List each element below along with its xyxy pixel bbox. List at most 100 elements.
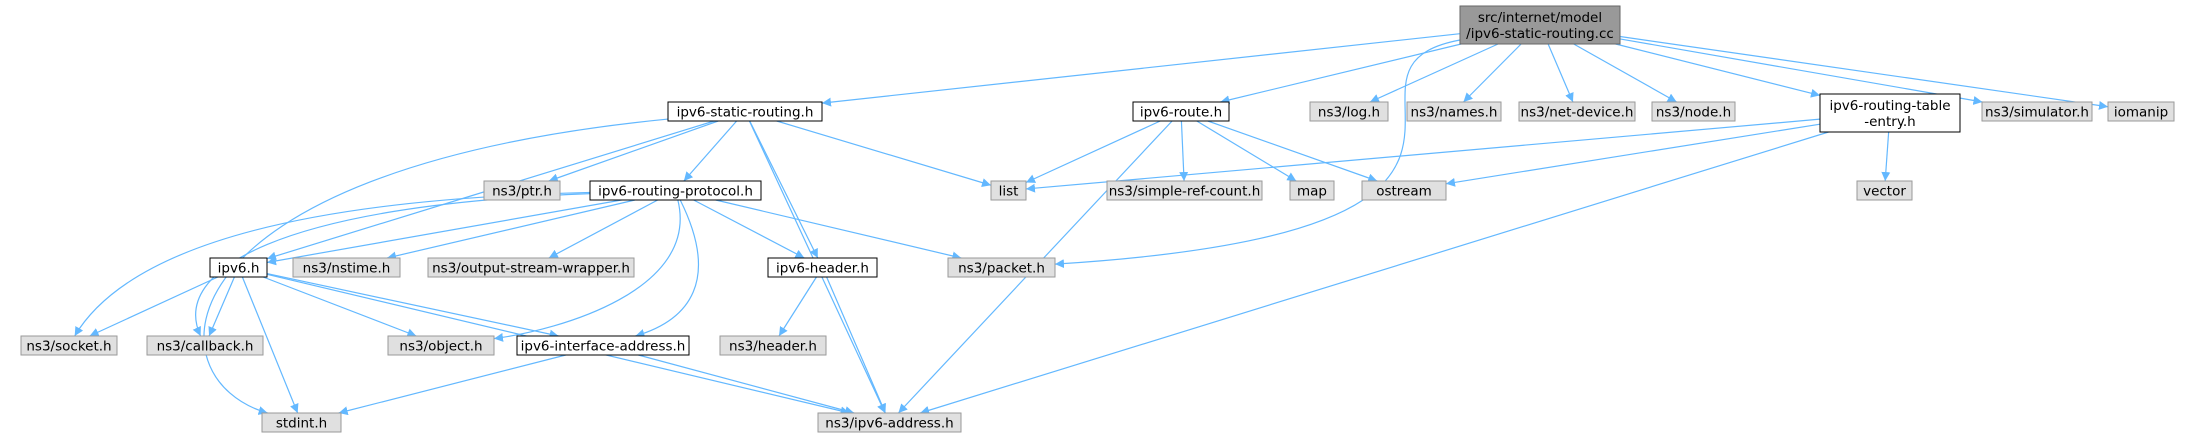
node-label-names-h: ns3/names.h bbox=[1411, 105, 1498, 121]
edge-routing-protocol-h-to-ipv6-h bbox=[266, 199, 622, 266]
node-nstime-h: ns3/nstime.h bbox=[292, 257, 401, 278]
edge-iface-addr-h-to-ipv6-address-h bbox=[638, 354, 855, 416]
edge-root-to-net-device-h bbox=[1547, 43, 1574, 103]
node-box-list bbox=[990, 180, 1027, 201]
edge-rt-entry-h-to-ostream bbox=[1445, 123, 1821, 187]
node-route-h[interactable]: ipv6-route.h bbox=[1132, 101, 1230, 122]
edge-ipv6-h-to-stdint-h bbox=[241, 276, 299, 414]
edge-root-to-log-h bbox=[1369, 43, 1499, 103]
node-node-h: ns3/node.h bbox=[1651, 101, 1736, 122]
node-box-packet-h bbox=[947, 257, 1056, 278]
edge-route-h-to-simple-ref-count-h bbox=[1179, 120, 1189, 182]
edge-root-to-iomanip bbox=[1619, 35, 2109, 110]
edge-static-routing-h-to-header-h bbox=[749, 120, 819, 259]
node-box-ipv6-h[interactable] bbox=[209, 257, 268, 278]
edge-static-routing-h-to-list bbox=[776, 120, 992, 187]
edge-root-to-static-routing-h bbox=[821, 33, 1461, 107]
edge-iface-addr-h-to-stdint-h bbox=[338, 354, 566, 416]
node-box-simulator-h bbox=[1981, 101, 2093, 122]
edge-root-to-node-h bbox=[1573, 43, 1677, 103]
node-box-simple-ref-count-h bbox=[1106, 180, 1263, 201]
node-box-ipv6-address-h bbox=[817, 412, 962, 433]
node-box-net-device-h bbox=[1518, 101, 1636, 122]
edge-routing-protocol-h-to-osw-h bbox=[548, 199, 658, 259]
node-label-simple-ref-count-h: ns3/simple-ref-count.h bbox=[1109, 184, 1261, 200]
node-label-ptr-h: ns3/ptr.h bbox=[492, 184, 552, 200]
node-names-h: ns3/names.h bbox=[1406, 101, 1502, 122]
edge-route-h-to-list bbox=[1025, 120, 1161, 184]
node-log-h: ns3/log.h bbox=[1309, 101, 1389, 122]
node-label-root: src/internet/model bbox=[1478, 10, 1602, 26]
node-label-iface-addr-h: ipv6-interface-address.h bbox=[521, 339, 686, 355]
node-object-h: ns3/object.h bbox=[387, 335, 495, 356]
node-static-routing-h[interactable]: ipv6-static-routing.h bbox=[667, 101, 823, 122]
node-label-header-h: ipv6-header.h bbox=[776, 261, 869, 277]
node-box-root bbox=[1459, 5, 1621, 45]
node-label-ipv6-address-h: ns3/ipv6-address.h bbox=[825, 416, 953, 432]
node-box-ns3-header-h bbox=[719, 335, 827, 356]
node-label-packet-h: ns3/packet.h bbox=[958, 261, 1045, 277]
node-net-device-h: ns3/net-device.h bbox=[1518, 101, 1636, 122]
node-box-static-routing-h[interactable] bbox=[667, 101, 823, 122]
edge-routing-protocol-h-to-packet-h bbox=[715, 199, 962, 261]
node-box-rt-entry-h[interactable] bbox=[1819, 93, 1961, 133]
node-header-h[interactable]: ipv6-header.h bbox=[767, 257, 878, 278]
edge-root-to-packet-h bbox=[1054, 39, 1461, 269]
edge-ipv6-h-to-object-h bbox=[262, 276, 417, 337]
node-box-ostream bbox=[1361, 180, 1447, 201]
node-osw-h: ns3/output-stream-wrapper.h bbox=[427, 257, 635, 278]
node-box-stdint-h bbox=[261, 412, 342, 433]
node-box-node-h bbox=[1651, 101, 1736, 122]
node-ptr-h: ns3/ptr.h bbox=[483, 180, 561, 201]
node-label-stdint-h: stdint.h bbox=[276, 416, 327, 432]
node-simple-ref-count-h: ns3/simple-ref-count.h bbox=[1106, 180, 1263, 201]
node-ipv6-h[interactable]: ipv6.h bbox=[209, 257, 268, 278]
edge-routing-protocol-h-to-socket-h bbox=[74, 191, 591, 337]
node-rt-entry-h[interactable]: ipv6-routing-table-entry.h bbox=[1819, 93, 1961, 133]
node-iomanip: iomanip bbox=[2107, 101, 2175, 122]
edge-layer bbox=[74, 33, 2109, 416]
node-label-list: list bbox=[999, 184, 1019, 200]
node-packet-h: ns3/packet.h bbox=[947, 257, 1056, 278]
node-box-routing-protocol-h[interactable] bbox=[589, 180, 762, 201]
edge-root-to-rt-entry-h bbox=[1615, 43, 1821, 98]
node-list: list bbox=[990, 180, 1027, 201]
edge-routing-protocol-h-to-header-h bbox=[693, 199, 805, 259]
node-label-vector: vector bbox=[1863, 184, 1906, 200]
edge-static-routing-h-to-ptr-h bbox=[548, 120, 719, 183]
node-box-ptr-h bbox=[483, 180, 561, 201]
edge-root-to-route-h bbox=[1220, 43, 1462, 105]
node-ostream: ostream bbox=[1361, 180, 1447, 201]
edge-static-routing-h-to-routing-protocol-h bbox=[683, 120, 738, 182]
node-box-route-h[interactable] bbox=[1132, 101, 1230, 122]
node-iface-addr-h[interactable]: ipv6-interface-address.h bbox=[516, 335, 690, 356]
node-label-osw-h: ns3/output-stream-wrapper.h bbox=[432, 261, 630, 277]
node-routing-protocol-h[interactable]: ipv6-routing-protocol.h bbox=[589, 180, 762, 201]
node-box-vector bbox=[1856, 180, 1913, 201]
edge-root-to-simulator-h bbox=[1619, 38, 1983, 105]
node-label-rt-entry-h: -entry.h bbox=[1864, 114, 1916, 130]
edge-routing-protocol-h-to-object-h bbox=[493, 199, 681, 342]
node-label-simulator-h: ns3/simulator.h bbox=[1985, 105, 2089, 121]
node-box-log-h bbox=[1309, 101, 1389, 122]
node-ns3-header-h: ns3/header.h bbox=[719, 335, 827, 356]
edge-routing-protocol-h-to-nstime-h bbox=[386, 199, 636, 261]
edge-rt-entry-h-to-vector bbox=[1881, 131, 1891, 182]
edge-routing-protocol-h-to-callback-h bbox=[192, 193, 591, 337]
edge-route-h-to-map bbox=[1196, 120, 1297, 182]
node-layer: src/internet/model/ipv6-static-routing.c… bbox=[20, 5, 2175, 433]
node-box-header-h[interactable] bbox=[767, 257, 878, 278]
node-box-nstime-h bbox=[292, 257, 401, 278]
node-simulator-h: ns3/simulator.h bbox=[1981, 101, 2093, 122]
node-label-object-h: ns3/object.h bbox=[399, 339, 482, 355]
edge-route-h-to-ostream bbox=[1207, 120, 1378, 183]
node-box-iface-addr-h[interactable] bbox=[516, 335, 690, 356]
node-label-ipv6-h: ipv6.h bbox=[218, 261, 260, 277]
node-box-osw-h bbox=[427, 257, 635, 278]
node-label-ostream: ostream bbox=[1376, 184, 1432, 200]
node-label-routing-protocol-h: ipv6-routing-protocol.h bbox=[598, 184, 753, 200]
edge-header-h-to-ipv6-address-h bbox=[826, 276, 886, 414]
node-label-ns3-header-h: ns3/header.h bbox=[729, 339, 817, 355]
node-label-nstime-h: ns3/nstime.h bbox=[303, 261, 391, 277]
